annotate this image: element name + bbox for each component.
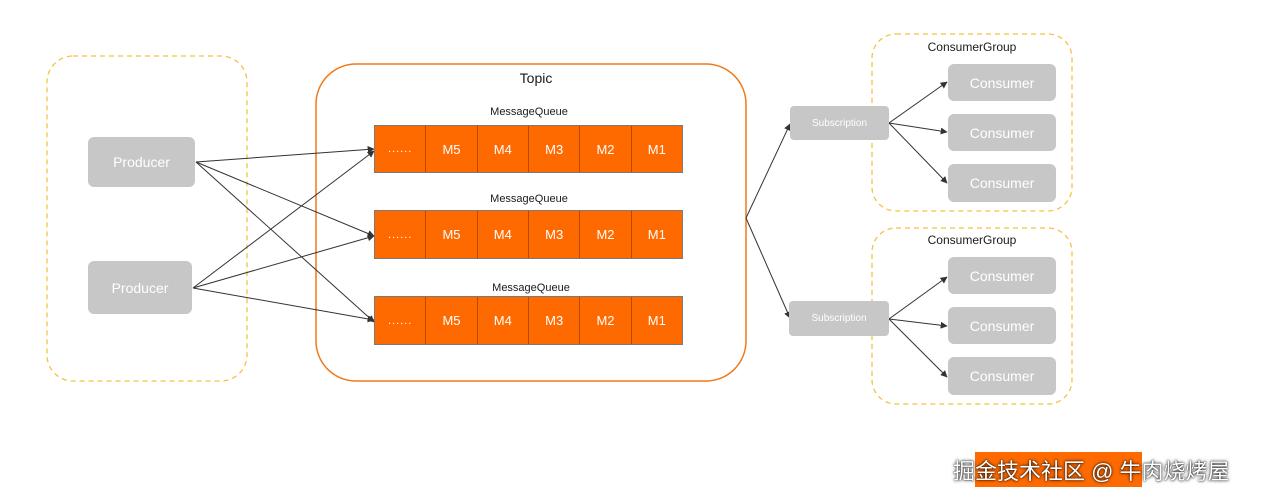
message-queue-label-1: MessageQueue bbox=[490, 106, 568, 118]
queue1-cell-m3: M3 bbox=[529, 126, 581, 172]
queue3-cell-m1: M1 bbox=[647, 313, 666, 328]
topic-frame bbox=[315, 63, 747, 382]
consumer-node-2-1[interactable]: Consumer bbox=[948, 257, 1056, 294]
queue3-cell-ellipsis: ...... bbox=[375, 297, 427, 344]
queue1-cell-m4: M4 bbox=[478, 126, 529, 172]
arrow-sub2-consumer2 bbox=[888, 318, 948, 329]
message-queue-2[interactable]: ...... M5 M4 M3 M2 M1 bbox=[374, 210, 683, 259]
arrow-sub1-consumer2 bbox=[888, 122, 948, 135]
queue3-cell-m3: M3 bbox=[529, 297, 581, 344]
arrow-sub1-consumer3 bbox=[888, 122, 948, 184]
arrow-sub1-consumer1 bbox=[888, 81, 948, 124]
arrow-topic-subscription1 bbox=[745, 123, 791, 219]
queue3-cell-m5: M5 bbox=[426, 297, 478, 344]
queue3-cell-m4: M4 bbox=[478, 297, 529, 344]
arrow-sub2-consumer1 bbox=[888, 276, 948, 320]
subscription-node-2[interactable]: Subscription bbox=[789, 301, 889, 336]
message-queue-1[interactable]: ...... M5 M4 M3 M2 M1 bbox=[374, 125, 683, 173]
queue2-cell-m2: M2 bbox=[580, 211, 632, 258]
arrow-producer2-queue1 bbox=[192, 150, 375, 289]
queue1-cell-m1: M1 bbox=[647, 141, 666, 157]
producer-node-2[interactable]: Producer bbox=[88, 261, 192, 314]
watermark-text: 掘金技术社区 @ 牛肉烧烤屋 bbox=[953, 459, 1230, 484]
arrow-topic-subscription2 bbox=[745, 217, 791, 319]
consumer-node-2-3[interactable]: Consumer bbox=[948, 357, 1056, 395]
message-queue-3[interactable]: ...... M5 M4 M3 M2 M1 bbox=[374, 296, 683, 345]
queue1-cell-m2: M2 bbox=[580, 126, 632, 172]
arrow-producer1-queue1 bbox=[195, 145, 375, 163]
queue2-cell-ellipsis: ...... bbox=[375, 211, 427, 258]
queue1-cell-m5: M5 bbox=[426, 126, 478, 172]
consumer-group-title-1: ConsumerGroup bbox=[927, 40, 1017, 54]
queue2-cell-m4: M4 bbox=[478, 211, 529, 258]
message-queue-label-2: MessageQueue bbox=[490, 193, 568, 205]
subscription-node-1[interactable]: Subscription bbox=[790, 106, 889, 140]
arrow-producer2-queue2 bbox=[192, 234, 375, 289]
message-queue-label-3: MessageQueue bbox=[492, 282, 570, 294]
consumer-group-2-frame bbox=[871, 227, 1073, 405]
queue2-cell-m3: M3 bbox=[529, 211, 581, 258]
consumer-group-title-2: ConsumerGroup bbox=[927, 233, 1017, 247]
consumer-node-1-3[interactable]: Consumer bbox=[948, 164, 1056, 202]
queue2-cell-m1: M1 bbox=[647, 227, 666, 242]
queue1-cell-ellipsis: ...... bbox=[375, 126, 427, 172]
consumer-group-1-frame bbox=[871, 33, 1073, 212]
arrow-producer1-queue3 bbox=[195, 161, 375, 323]
consumer-node-1-2[interactable]: Consumer bbox=[948, 114, 1056, 151]
watermark-background bbox=[975, 452, 1142, 487]
arrow-producer1-queue2 bbox=[195, 161, 375, 237]
producer-node-1[interactable]: Producer bbox=[88, 137, 195, 187]
arrow-producer2-queue3 bbox=[192, 287, 375, 323]
consumer-node-2-2[interactable]: Consumer bbox=[948, 307, 1056, 344]
producer-group-frame bbox=[46, 55, 248, 382]
queue3-cell-m2: M2 bbox=[580, 297, 632, 344]
arrow-sub2-consumer3 bbox=[888, 318, 948, 378]
consumer-node-1-1[interactable]: Consumer bbox=[948, 64, 1056, 101]
topic-title: Topic bbox=[519, 70, 553, 86]
queue2-cell-m5: M5 bbox=[426, 211, 478, 258]
